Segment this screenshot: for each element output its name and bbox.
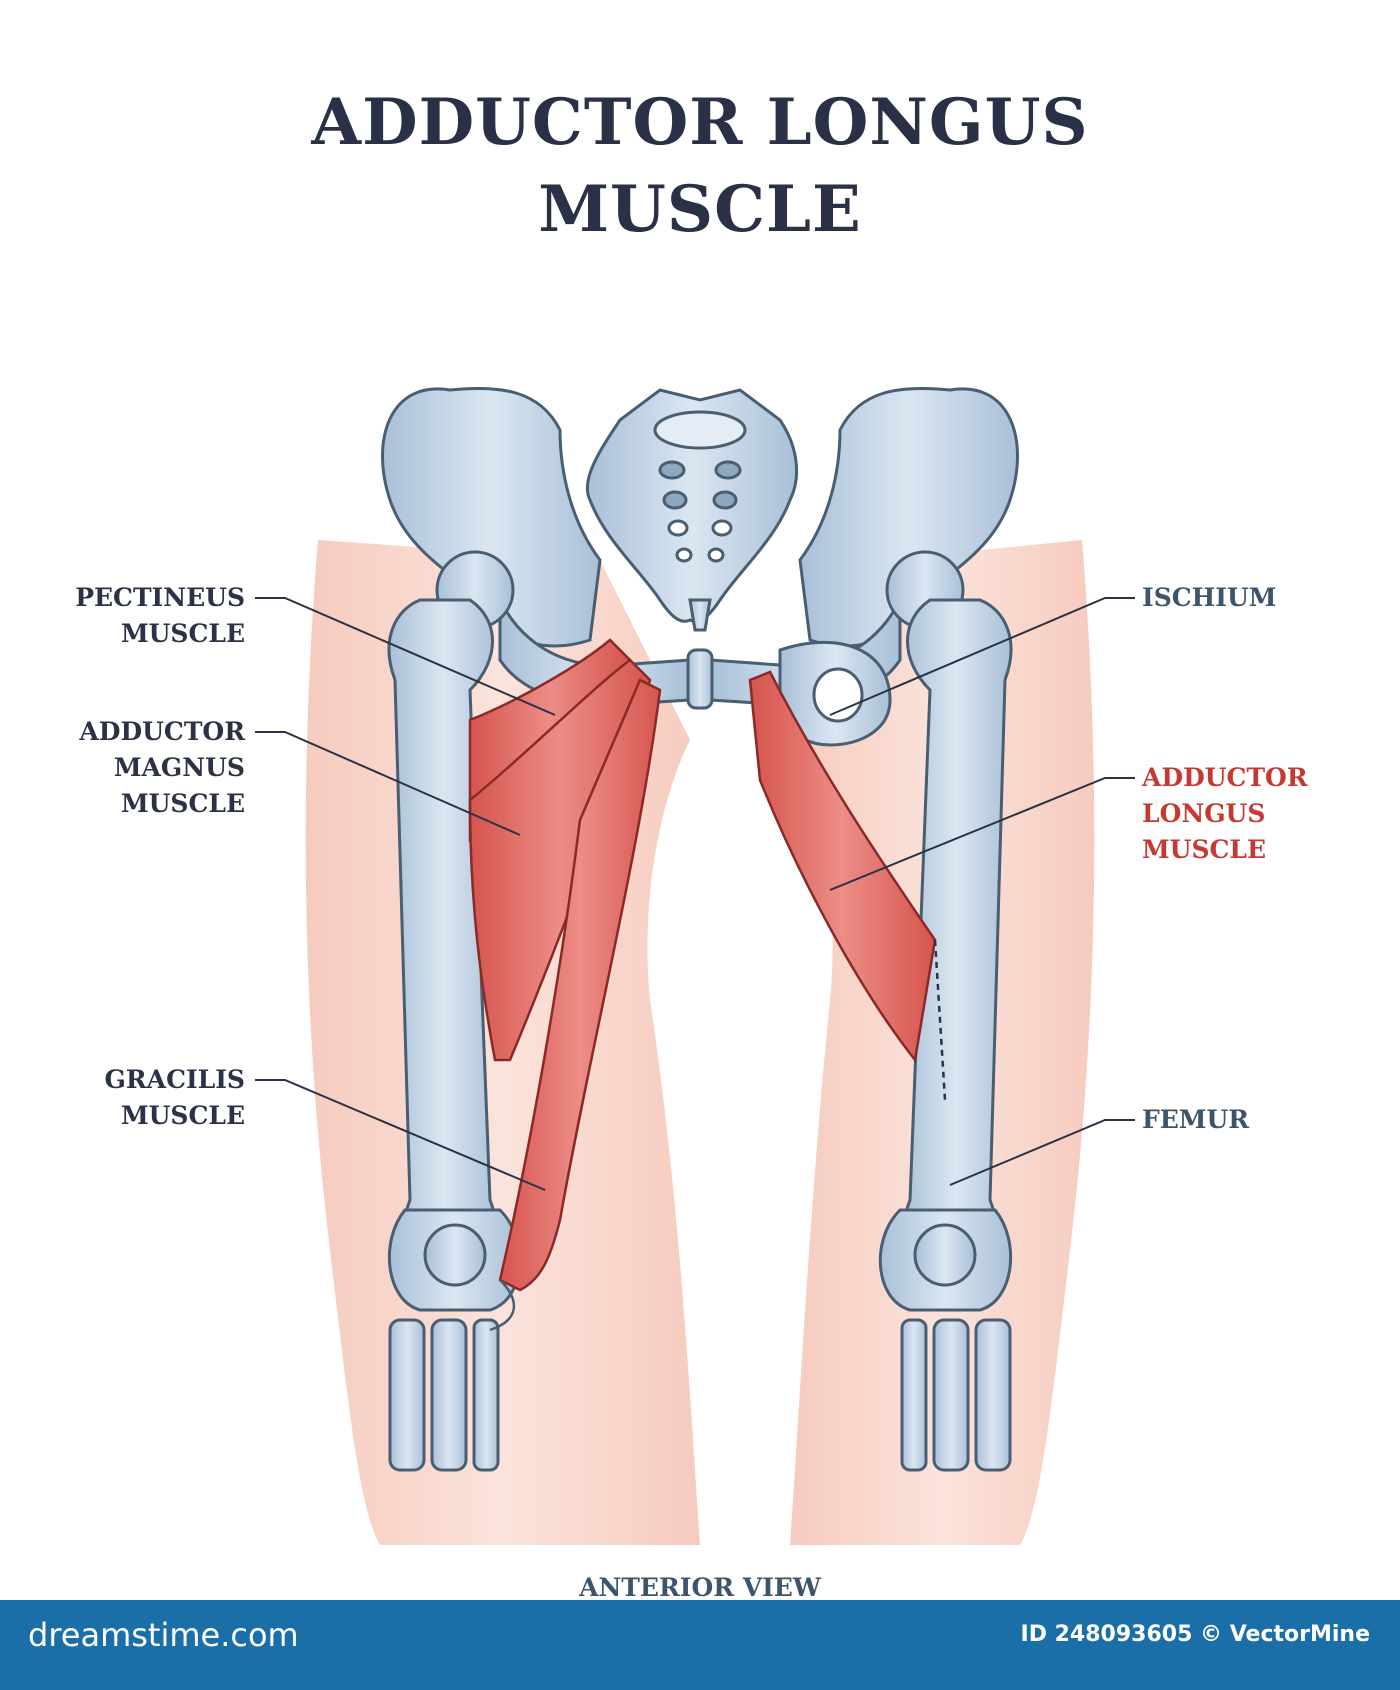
label-femur: FEMUR [1142, 1105, 1250, 1134]
view-caption: ANTERIOR VIEW [579, 1573, 821, 1602]
footer-bar: dreamstime.com ID 248093605 © VectorMine [0, 1600, 1400, 1690]
footer-brand[interactable]: dreamstime.com [28, 1616, 299, 1654]
leader-adductor-longus [829, 777, 1135, 891]
leader-femur [949, 1119, 1135, 1186]
leader-pectineus [255, 597, 556, 716]
leader-lines [255, 597, 1135, 1191]
leader-adductor-magnus [255, 731, 521, 836]
title-line-1: ADDUCTOR LONGUS [311, 85, 1089, 160]
title-line-2: MUSCLE [538, 172, 862, 247]
anatomy-illustration [255, 386, 1135, 1545]
leader-ischium [829, 597, 1135, 716]
pelvis [381, 386, 1019, 747]
footer-image-id: ID 248093605 © VectorMine [1020, 1622, 1370, 1647]
leader-gracilis [255, 1079, 546, 1191]
label-ischium: ISCHIUM [1142, 583, 1277, 612]
muscles-right [748, 670, 947, 1101]
adductor-longus-muscle [748, 670, 937, 1064]
gracilis-muscle [498, 678, 662, 1292]
muscles-left [468, 638, 662, 1332]
femur-right [878, 550, 1013, 1472]
